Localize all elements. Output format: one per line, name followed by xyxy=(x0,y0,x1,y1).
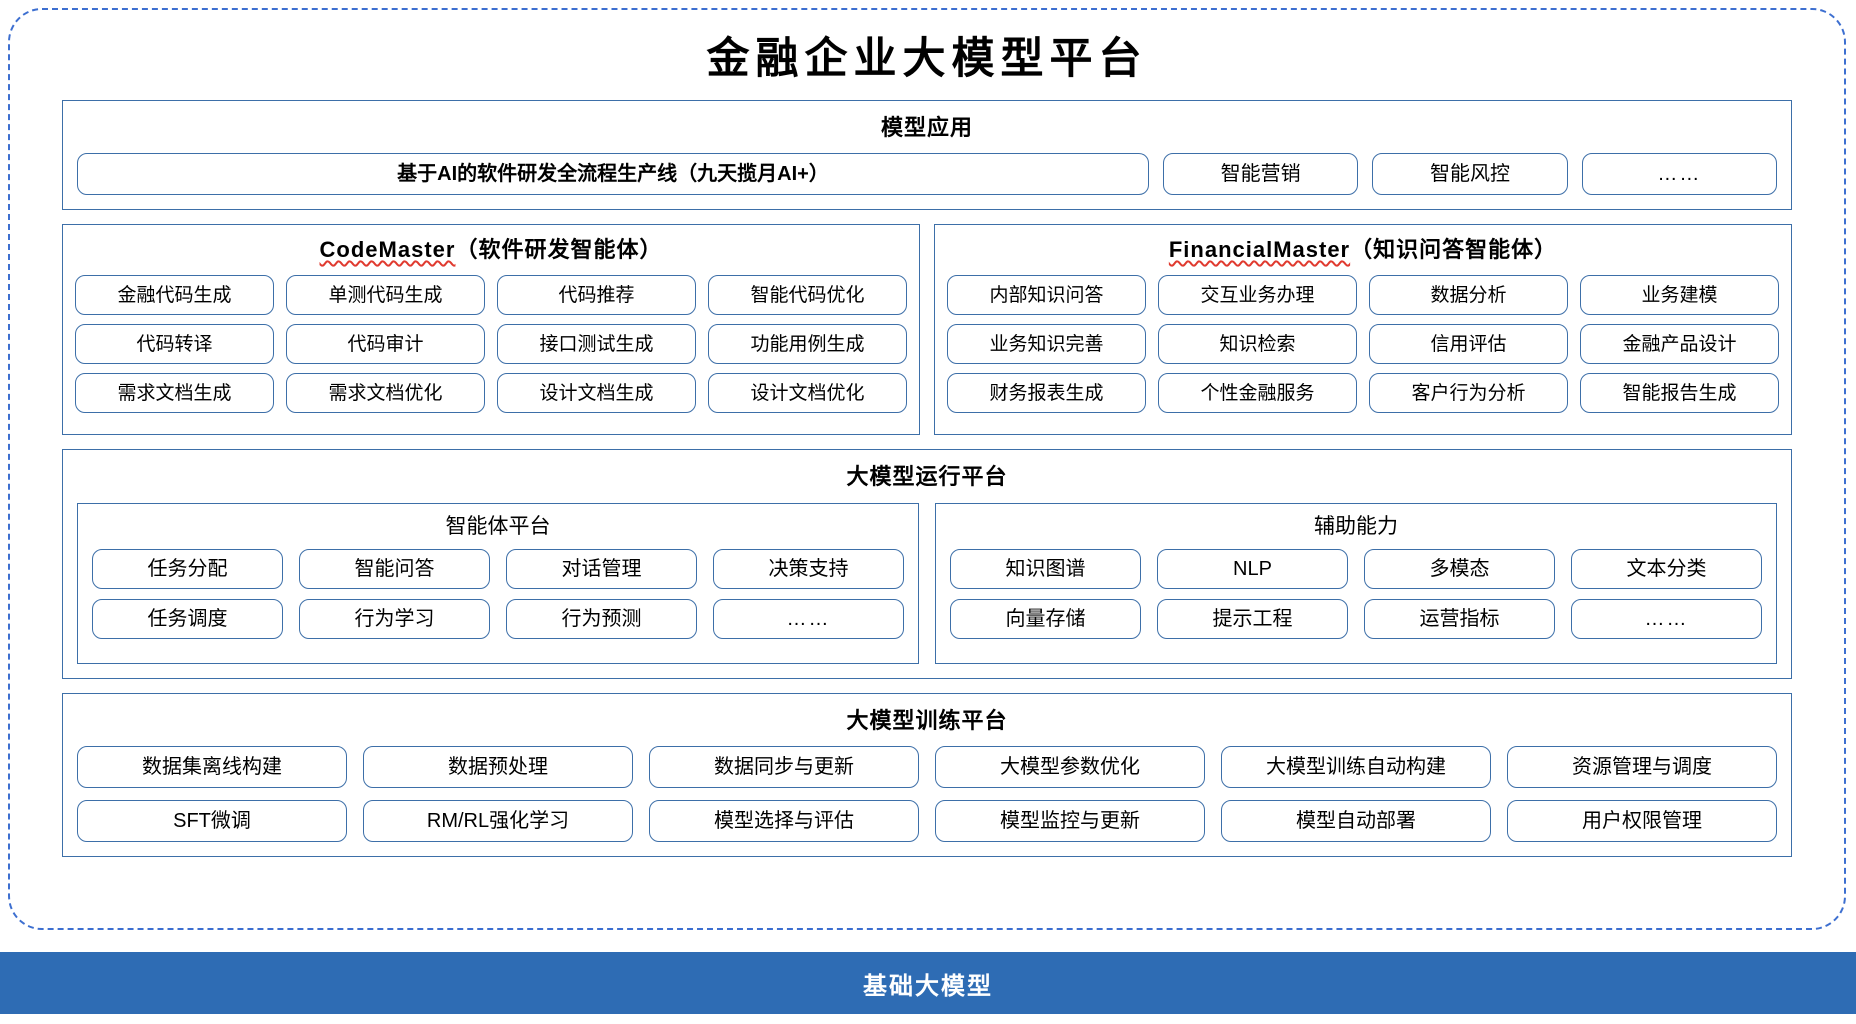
training-item[interactable]: 数据预处理 xyxy=(363,746,633,789)
subbox-item[interactable]: 向量存储 xyxy=(950,598,1141,639)
subbox-item[interactable]: 对话管理 xyxy=(506,548,697,589)
agent-suffix-codemaster: （软件研发智能体） xyxy=(455,236,663,262)
application-items-row: 基于AI的软件研发全流程生产线（九天揽月AI+） 智能营销 智能风控 …… xyxy=(77,152,1777,195)
training-row: SFT微调 RM/RL强化学习 模型选择与评估 模型监控与更新 模型自动部署 用… xyxy=(77,800,1777,843)
subbox-row: 向量存储 提示工程 运营指标 …… xyxy=(950,598,1762,639)
agent-row: 金融代码生成 单测代码生成 代码推荐 智能代码优化 xyxy=(75,275,907,316)
agent-item[interactable]: 业务建模 xyxy=(1580,275,1779,316)
runtime-platform-title: 大模型运行平台 xyxy=(846,464,1008,490)
subbox-auxiliary-capability: 辅助能力 知识图谱 NLP 多模态 文本分类 向量存储 提示工程 运营指标 …… xyxy=(935,502,1777,664)
application-item-smart-marketing[interactable]: 智能营销 xyxy=(1163,152,1359,195)
agent-item[interactable]: 知识检索 xyxy=(1158,324,1357,365)
subbox-item-more[interactable]: …… xyxy=(713,598,904,639)
agent-name-financialmaster: FinancialMaster xyxy=(1168,236,1351,262)
subbox-item[interactable]: 文本分类 xyxy=(1571,548,1762,589)
subbox-item[interactable]: 任务调度 xyxy=(92,598,283,639)
subbox-agent-platform: 智能体平台 任务分配 智能问答 对话管理 决策支持 任务调度 行为学习 行为预测… xyxy=(77,502,919,664)
subbox-item[interactable]: 行为学习 xyxy=(299,598,490,639)
agent-item[interactable]: 金融代码生成 xyxy=(75,275,274,316)
agent-item[interactable]: 个性金融服务 xyxy=(1158,373,1357,414)
training-item[interactable]: 用户权限管理 xyxy=(1507,800,1777,843)
subbox-row: 任务分配 智能问答 对话管理 决策支持 xyxy=(92,548,904,589)
agent-suffix-financialmaster: （知识问答智能体） xyxy=(1350,236,1558,262)
subbox-item-more[interactable]: …… xyxy=(1571,598,1762,639)
agent-row: 需求文档生成 需求文档优化 设计文档生成 设计文档优化 xyxy=(75,373,907,414)
agent-row: 业务知识完善 知识检索 信用评估 金融产品设计 xyxy=(947,324,1779,365)
application-item-smart-risk-control[interactable]: 智能风控 xyxy=(1372,152,1568,195)
subbox-item[interactable]: 多模态 xyxy=(1364,548,1555,589)
application-item-ai-pipeline[interactable]: 基于AI的软件研发全流程生产线（九天揽月AI+） xyxy=(77,152,1149,195)
base-model-bar: 基础大模型 xyxy=(0,952,1856,1014)
training-platform-panel: 大模型训练平台 数据集离线构建 数据预处理 数据同步与更新 大模型参数优化 大模… xyxy=(62,692,1792,858)
subbox-title-auxiliary-capability: 辅助能力 xyxy=(1314,514,1398,538)
page-title: 金融企业大模型平台 xyxy=(706,34,1148,84)
subbox-title-agent-platform: 智能体平台 xyxy=(445,514,551,538)
agent-item[interactable]: 代码推荐 xyxy=(497,275,696,316)
subbox-item[interactable]: 运营指标 xyxy=(1364,598,1555,639)
training-item[interactable]: 模型选择与评估 xyxy=(649,800,919,843)
agent-item[interactable]: 业务知识完善 xyxy=(947,324,1146,365)
agent-title-financialmaster: FinancialMaster（知识问答智能体） xyxy=(947,237,1779,263)
training-item[interactable]: SFT微调 xyxy=(77,800,347,843)
application-item-more[interactable]: …… xyxy=(1581,152,1777,195)
training-platform-title: 大模型训练平台 xyxy=(846,707,1008,733)
agent-panel-financialmaster: FinancialMaster（知识问答智能体） 内部知识问答 交互业务办理 数… xyxy=(934,223,1792,436)
training-item[interactable]: 模型监控与更新 xyxy=(935,800,1205,843)
agents-row: CodeMaster（软件研发智能体） 金融代码生成 单测代码生成 代码推荐 智… xyxy=(62,223,1792,436)
agent-item[interactable]: 信用评估 xyxy=(1369,324,1568,365)
agent-title-codemaster: CodeMaster（软件研发智能体） xyxy=(75,237,907,263)
runtime-subboxes-row: 智能体平台 任务分配 智能问答 对话管理 决策支持 任务调度 行为学习 行为预测… xyxy=(77,502,1777,664)
subbox-item[interactable]: 行为预测 xyxy=(506,598,697,639)
agent-item[interactable]: 接口测试生成 xyxy=(497,324,696,365)
runtime-platform-panel: 大模型运行平台 智能体平台 任务分配 智能问答 对话管理 决策支持 任务调度 行… xyxy=(62,449,1792,679)
agent-name-codemaster: CodeMaster xyxy=(319,236,456,262)
agent-item[interactable]: 需求文档优化 xyxy=(286,373,485,414)
agent-panel-codemaster: CodeMaster（软件研发智能体） 金融代码生成 单测代码生成 代码推荐 智… xyxy=(62,223,920,436)
training-item[interactable]: 模型自动部署 xyxy=(1221,800,1491,843)
agent-row: 代码转译 代码审计 接口测试生成 功能用例生成 xyxy=(75,324,907,365)
training-row: 数据集离线构建 数据预处理 数据同步与更新 大模型参数优化 大模型训练自动构建 … xyxy=(77,746,1777,789)
agent-item[interactable]: 财务报表生成 xyxy=(947,373,1146,414)
application-layer-panel: 模型应用 基于AI的软件研发全流程生产线（九天揽月AI+） 智能营销 智能风控 … xyxy=(62,99,1792,210)
training-item[interactable]: 大模型训练自动构建 xyxy=(1221,746,1491,789)
agent-item[interactable]: 金融产品设计 xyxy=(1580,324,1779,365)
agent-item[interactable]: 功能用例生成 xyxy=(708,324,907,365)
agent-item[interactable]: 代码转译 xyxy=(75,324,274,365)
subbox-item[interactable]: 决策支持 xyxy=(713,548,904,589)
subbox-item[interactable]: 智能问答 xyxy=(299,548,490,589)
agent-item[interactable]: 数据分析 xyxy=(1369,275,1568,316)
subbox-item[interactable]: 提示工程 xyxy=(1157,598,1348,639)
agent-item[interactable]: 代码审计 xyxy=(286,324,485,365)
application-layer-title: 模型应用 xyxy=(880,114,973,140)
agent-item[interactable]: 交互业务办理 xyxy=(1158,275,1357,316)
diagram-outer-frame: 金融企业大模型平台 模型应用 基于AI的软件研发全流程生产线（九天揽月AI+） … xyxy=(8,8,1846,930)
subbox-row: 知识图谱 NLP 多模态 文本分类 xyxy=(950,548,1762,589)
agent-item[interactable]: 内部知识问答 xyxy=(947,275,1146,316)
subbox-item[interactable]: 知识图谱 xyxy=(950,548,1141,589)
agent-row: 内部知识问答 交互业务办理 数据分析 业务建模 xyxy=(947,275,1779,316)
training-item[interactable]: RM/RL强化学习 xyxy=(363,800,633,843)
training-item[interactable]: 数据集离线构建 xyxy=(77,746,347,789)
subbox-row: 任务调度 行为学习 行为预测 …… xyxy=(92,598,904,639)
agent-item[interactable]: 设计文档生成 xyxy=(497,373,696,414)
training-item[interactable]: 大模型参数优化 xyxy=(935,746,1205,789)
subbox-item[interactable]: NLP xyxy=(1157,548,1348,589)
agent-row: 财务报表生成 个性金融服务 客户行为分析 智能报告生成 xyxy=(947,373,1779,414)
agent-item[interactable]: 智能报告生成 xyxy=(1580,373,1779,414)
agent-item[interactable]: 设计文档优化 xyxy=(708,373,907,414)
agent-item[interactable]: 单测代码生成 xyxy=(286,275,485,316)
agent-item[interactable]: 客户行为分析 xyxy=(1369,373,1568,414)
agent-item[interactable]: 需求文档生成 xyxy=(75,373,274,414)
training-item[interactable]: 数据同步与更新 xyxy=(649,746,919,789)
training-item[interactable]: 资源管理与调度 xyxy=(1507,746,1777,789)
agent-item[interactable]: 智能代码优化 xyxy=(708,275,907,316)
subbox-item[interactable]: 任务分配 xyxy=(92,548,283,589)
base-model-label: 基础大模型 xyxy=(863,972,993,1000)
